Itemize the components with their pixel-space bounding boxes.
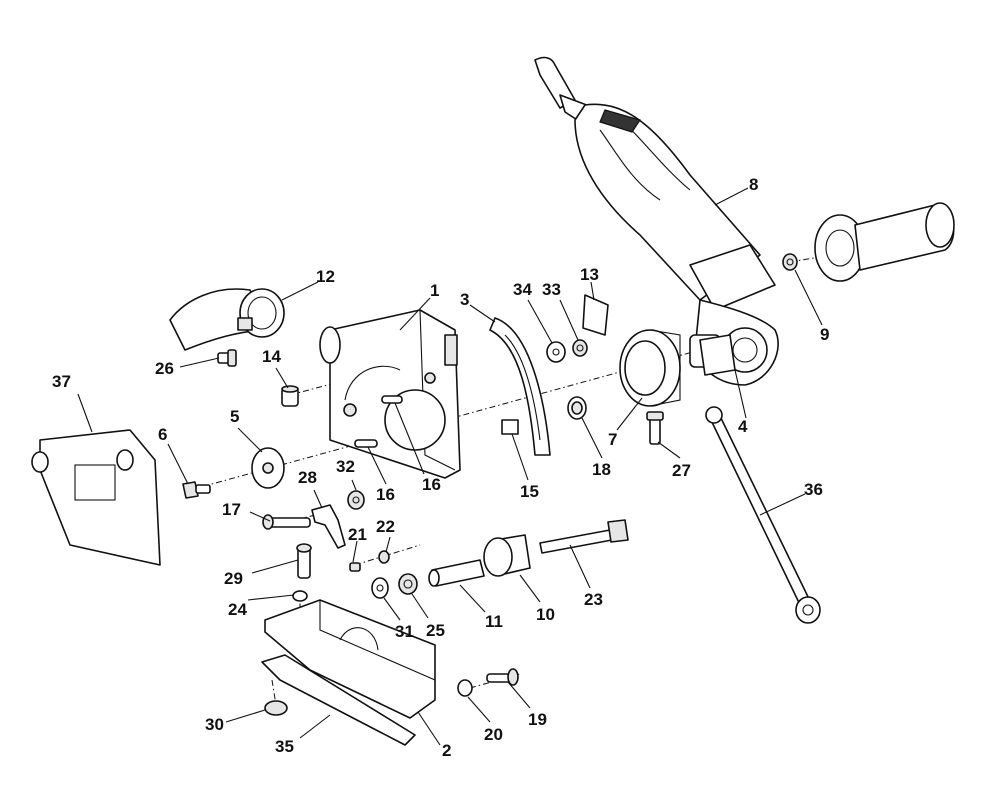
part-30-foot [264,700,288,716]
part-10-roller [483,534,531,577]
callout-35: 35 [275,737,294,756]
part-27-screw [646,411,664,445]
callout-16b: 16 [422,475,441,494]
callout-13: 13 [580,265,599,284]
callout-3: 3 [460,290,469,309]
callout-28: 28 [298,468,317,487]
callout-32: 32 [336,457,355,476]
part-17-shoulder-bolt [262,514,311,530]
callout-6: 6 [158,425,167,444]
part-7-ring [619,329,681,407]
part-26-screw [217,349,237,367]
part-18-bearing [567,396,587,420]
part-21-screw [349,562,361,572]
callout-31: 31 [395,622,414,641]
callout-21: 21 [348,525,367,544]
part-35-base-plate [261,654,416,746]
part-33-nut [572,339,588,357]
part-15-clip [501,419,519,435]
part-9-handle-nut [782,253,798,271]
callout-18: 18 [592,460,611,479]
callout-19: 19 [528,710,547,729]
callout-9: 9 [820,325,829,344]
callout-30: 30 [205,715,224,734]
part-2-base-shoe [264,599,436,719]
part-29-pin [296,543,312,579]
part-3-arc-plate [489,317,551,456]
callout-34: 34 [513,280,532,299]
part-19-bolt [486,668,519,686]
part-6-bolt [182,481,211,499]
part-12-dust-port [169,288,285,351]
callout-24: 24 [228,600,247,619]
callout-15: 15 [520,482,539,501]
callout-36: 36 [804,480,823,499]
callout-7: 7 [608,430,617,449]
callout-5: 5 [230,407,239,426]
callout-1: 1 [430,281,439,300]
part-16-pin [354,395,403,448]
callout-4: 4 [738,417,748,436]
callout-20: 20 [484,725,503,744]
callout-8: 8 [749,175,758,194]
part-4-adapter [699,334,736,376]
part-31-washer [371,577,389,599]
part-11-sleeve [428,559,485,587]
callout-29: 29 [224,569,243,588]
part-34-washer [546,341,566,363]
part-22-nut [378,550,390,564]
callout-22: 22 [376,517,395,536]
callout-10: 10 [536,605,555,624]
part-36-support-rod [705,406,821,624]
part-23-axle-bolt [539,519,629,554]
part-20-washer [457,679,473,697]
part-5-flange-disc [251,447,285,489]
part-1-guard-housing [319,309,461,479]
callout-2: 2 [442,741,451,760]
callout-14: 14 [262,347,281,366]
part-25-nut [398,573,418,595]
part-13-label [582,294,609,336]
side-handle [814,202,955,282]
part-14-spacer [281,385,299,407]
callout-25: 25 [426,621,445,640]
part-24-washer [292,590,308,602]
callout-37: 37 [52,372,71,391]
leader-lines [77,187,823,746]
callout-27: 27 [672,461,691,480]
callout-17: 17 [222,500,241,519]
part-28-lever [311,504,346,549]
part-callout-labels: 1 2 3 4 5 6 7 8 9 10 11 12 13 14 15 16 1… [52,175,829,760]
callout-33: 33 [542,280,561,299]
callout-12: 12 [316,267,335,286]
callout-26: 26 [155,359,174,378]
callout-16a: 16 [376,485,395,504]
callout-11: 11 [485,612,503,631]
callout-23: 23 [584,590,603,609]
part-37-cover-plate [31,429,161,566]
part-32-nut [347,490,365,510]
